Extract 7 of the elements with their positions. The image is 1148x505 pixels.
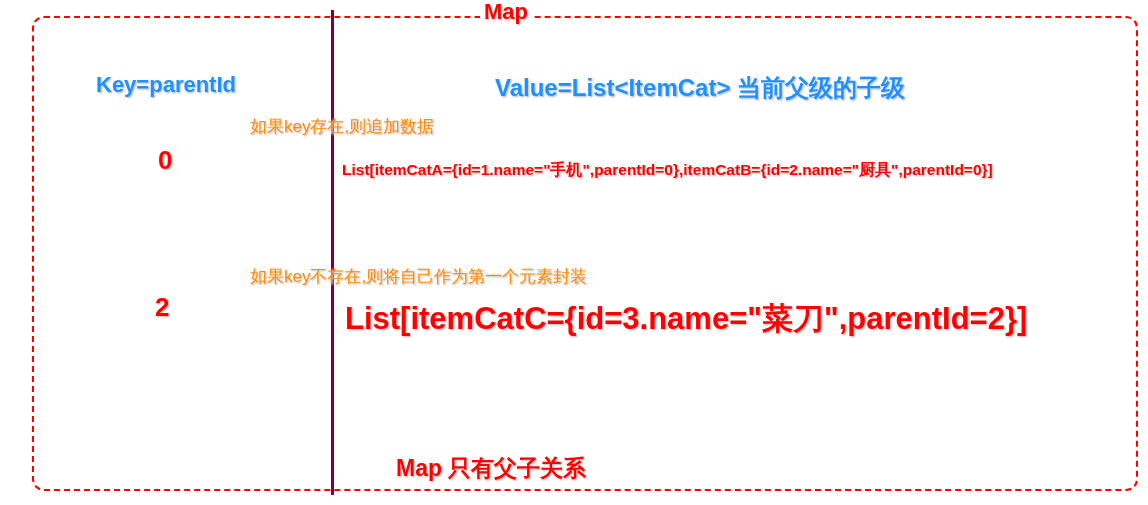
list-value: List[itemCatA={id=1.name="手机",parentId=0},itemCatB={id=2.name="厨具",parentId=0}]: [342, 160, 993, 180]
key-heading: Key=parentId: [96, 72, 236, 98]
list-value: List[itemCatC={id=3.name="菜刀",parentId=2}]: [345, 300, 1028, 338]
footer-note: Map 只有父子关系: [396, 454, 587, 483]
value-heading: Value=List<ItemCat> 当前父级的子级: [495, 73, 906, 103]
key-value: 2: [155, 292, 170, 323]
key-value: 0: [158, 145, 173, 176]
